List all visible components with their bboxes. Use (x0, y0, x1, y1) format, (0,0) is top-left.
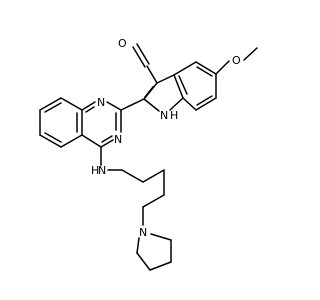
bond-quin-c4-n3 (100, 139, 114, 148)
bond-benzo-c3a-c4 (173, 61, 197, 76)
bond-quin-c4a-c4 (81, 134, 102, 148)
bond-chain-2-3 (142, 169, 165, 183)
atom-amine-nitrogen: N (98, 164, 106, 177)
atom-aldehyde-oxygen: O (118, 37, 127, 50)
bond-benzo-c7-c7a (182, 97, 197, 111)
atom-amine-hydrogen: H (91, 164, 99, 177)
bond-pyrrolidine-cb-cc (149, 261, 172, 271)
bond-benzo-c7a-c3a (173, 74, 184, 99)
bond-benzo-c4-c5 (195, 61, 217, 75)
atom-methoxy-oxygen: O (232, 54, 241, 67)
bond-aldehyde-co-2 (136, 43, 150, 65)
bond-quin-n1-c8a (81, 101, 96, 111)
bond-chain-1-2 (121, 169, 144, 183)
bond-pyrrole-c2-c3-inner (144, 86, 154, 98)
atom-pyrrolidine-nitrogen: N (139, 226, 147, 239)
bond-chain-4-5 (142, 194, 165, 208)
bond-aldehyde-co-1 (132, 46, 146, 68)
atom-indole-nitrogen: N (160, 109, 168, 122)
bond-pyrrole-c7a-n1 (169, 97, 184, 111)
chemical-structure: O O N N N H N H N (39, 37, 258, 271)
bond-pyrrole-n1-c2 (143, 98, 160, 112)
bond-quinbenzo-c6-c5 (39, 134, 62, 148)
bond-benzo-c6-c7 (195, 97, 217, 111)
atom-quinazoline-n1: N (97, 96, 105, 109)
bond-quin-c2-n1 (106, 101, 122, 111)
bond-quinbenzo-c5-c4a (60, 134, 83, 148)
bond-quinbenzo-c8a-c8 (60, 97, 83, 111)
bond-pyrrole-c3-c3a (156, 74, 175, 84)
bond-benzo-c4-c5-inner (196, 66, 213, 77)
atom-quinazoline-n3: N (114, 133, 122, 146)
bond-quinbenzo-c8-c7 (39, 97, 62, 111)
atom-labels: O O N N N H N H N (91, 37, 241, 239)
bond-quin-n1-c8a-inner (85, 106, 95, 113)
bond-benzo-c7a-c3a-inner (178, 75, 188, 95)
bond-methoxy-o-me (243, 47, 258, 61)
bond-quin-c4-n3-inner (101, 135, 113, 143)
bond-quinbenzo-c8-c7-inner (44, 102, 62, 113)
bond-benzo-c6-c7-inner (196, 95, 213, 106)
bond-methoxy-c5-o (215, 60, 230, 75)
bond-biaryl (120, 98, 145, 111)
bond-pyrrolidine-cc-cd (136, 252, 151, 271)
bond-pyrrolidine-cd-n (136, 237, 140, 254)
bond-aldehyde-cc (146, 65, 158, 84)
atom-indole-hydrogen: H (170, 109, 178, 122)
bond-pyrrolidine-n-ca (150, 233, 172, 241)
bond-quinbenzo-c6-c5-inner (44, 132, 62, 143)
bonds (39, 43, 258, 271)
